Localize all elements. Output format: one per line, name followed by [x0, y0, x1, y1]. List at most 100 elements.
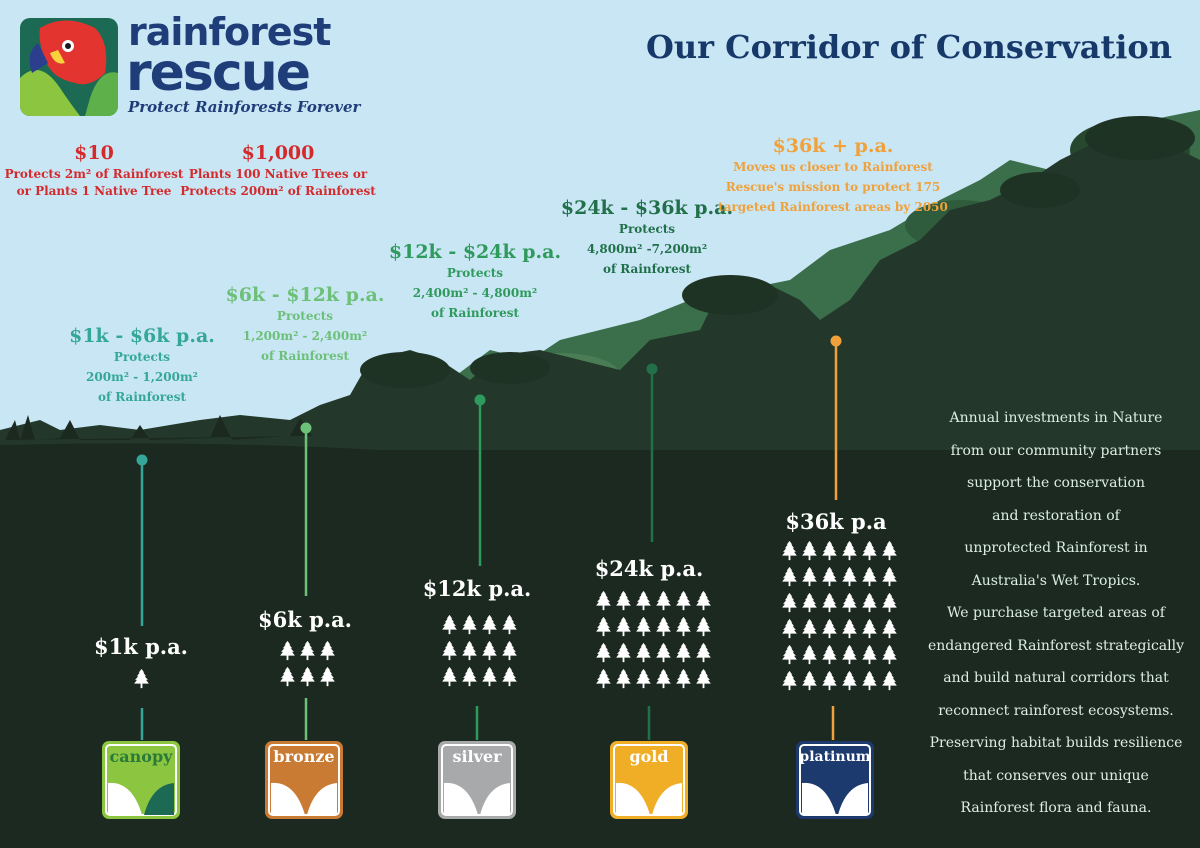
- tree-icon: [800, 670, 819, 692]
- tree-icon: [460, 666, 479, 688]
- gold-dot: [646, 363, 658, 375]
- tier-desc-line: of Rainforest: [97, 390, 187, 404]
- tree-icon: [880, 592, 899, 614]
- badge-leaf-icon: [441, 744, 513, 816]
- tree-icon: [820, 592, 839, 614]
- tree-icon: [278, 640, 297, 662]
- tree-icon: [880, 644, 899, 666]
- tier-gold-level: $24k p.a.: [594, 556, 704, 581]
- tree-icon: [860, 540, 879, 562]
- tree-icon: [880, 670, 899, 692]
- tier-range-label: $1k - $6k p.a.: [69, 325, 215, 347]
- tree-icon: [780, 592, 799, 614]
- badge-leaf-icon: [799, 744, 871, 816]
- tier-desc-line: 200m² - 1,200m²: [86, 370, 198, 384]
- tree-icon: [460, 640, 479, 662]
- tier-range-label: $24k - $36k p.a.: [560, 197, 734, 219]
- badge-label: gold: [629, 747, 669, 766]
- tier-canopy-range: $1k - $6k p.a. Protects 200m² - 1,200m² …: [69, 325, 215, 407]
- tree-icon: [780, 670, 799, 692]
- tier-desc-line: of Rainforest: [602, 262, 692, 276]
- tree-row: [780, 644, 900, 670]
- tree-icon: [500, 640, 519, 662]
- tree-icon: [594, 590, 613, 612]
- tree-icon: [654, 616, 673, 638]
- tree-row: [780, 540, 900, 566]
- tier-desc-line: of Rainforest: [260, 349, 350, 363]
- tree-icon: [780, 618, 799, 640]
- badge-leaf-icon: [105, 744, 177, 816]
- donation-desc-line: Plants 100 Native Trees or: [188, 167, 368, 181]
- badge-leaf-icon: [613, 744, 685, 816]
- tier-range-label: $36k + p.a.: [772, 135, 894, 157]
- tree-icon: [820, 644, 839, 666]
- mission-line: and restoration of: [992, 507, 1120, 524]
- tier-desc-line: 1,200m² - 2,400m²: [242, 329, 368, 343]
- mission-line: Australia's Wet Tropics.: [971, 572, 1141, 589]
- tree-icon: [694, 616, 713, 638]
- tree-icon: [860, 566, 879, 588]
- tree-icon: [500, 614, 519, 636]
- tree-icon: [840, 540, 859, 562]
- tree-icon: [860, 592, 879, 614]
- badge-label: bronze: [273, 747, 335, 766]
- tier-desc-line: Moves us closer to Rainforest: [733, 160, 933, 174]
- tree-icon: [840, 644, 859, 666]
- tree-row: [594, 590, 714, 616]
- tree-icon: [634, 642, 653, 664]
- donation-desc-line: or Plants 1 Native Tree: [16, 184, 172, 198]
- tier-desc-line: targeted Rainforest areas by 2050: [718, 200, 948, 214]
- tree-icon: [880, 618, 899, 640]
- tree-icon: [694, 668, 713, 690]
- tree-row: [278, 640, 338, 666]
- tree-icon: [480, 614, 499, 636]
- tier-silver-range: $12k - $24k p.a. Protects 2,400m² - 4,80…: [389, 241, 561, 323]
- platinum-dot: [830, 335, 842, 347]
- tree-row: [594, 616, 714, 642]
- tier-desc-line: Protects: [446, 266, 504, 280]
- tree-icon: [634, 668, 653, 690]
- tree-icon: [780, 566, 799, 588]
- logo-badge: [20, 18, 118, 116]
- mission-line: Annual investments in Nature: [949, 410, 1163, 426]
- badge-silver: silver: [438, 741, 516, 819]
- tree-icon: [800, 592, 819, 614]
- badge-platinum: platinum: [796, 741, 874, 819]
- tree-icon: [860, 644, 879, 666]
- tree-icon: [440, 614, 459, 636]
- badge-leaf-icon: [268, 744, 340, 816]
- tree-row: [440, 640, 520, 666]
- tree-grid-gold: [594, 590, 714, 694]
- badge-label: canopy: [109, 747, 173, 766]
- tree-grid-canopy: [132, 668, 152, 694]
- tier-canopy-level: $1k p.a.: [94, 634, 188, 659]
- mission-line: Preserving habitat builds resilience: [929, 735, 1183, 751]
- tree-grid-silver: [440, 614, 520, 692]
- tree-icon: [860, 670, 879, 692]
- tree-icon: [820, 566, 839, 588]
- tier-range-label: $12k - $24k p.a.: [388, 241, 562, 263]
- tree-icon: [480, 666, 499, 688]
- mission-line: endangered Rainforest strategically: [927, 637, 1185, 654]
- tree-icon: [278, 666, 297, 688]
- tier-range-label: $6k - $12k p.a.: [225, 284, 385, 306]
- tree-row: [278, 666, 338, 692]
- tier-desc-line: 2,400m² - 4,800m²: [412, 286, 538, 300]
- tree-icon: [594, 616, 613, 638]
- tree-icon: [654, 590, 673, 612]
- tree-icon: [800, 644, 819, 666]
- tree-icon: [800, 618, 819, 640]
- tree-icon: [614, 616, 633, 638]
- tree-grid-platinum: [780, 540, 900, 696]
- tree-icon: [820, 540, 839, 562]
- bronze-dot: [300, 422, 312, 434]
- tree-icon: [860, 618, 879, 640]
- tree-icon: [298, 640, 317, 662]
- tree-icon: [694, 642, 713, 664]
- tier-silver-level: $12k p.a.: [422, 576, 532, 601]
- mission-line: unprotected Rainforest in: [964, 540, 1148, 556]
- tree-icon: [654, 642, 673, 664]
- tree-icon: [614, 642, 633, 664]
